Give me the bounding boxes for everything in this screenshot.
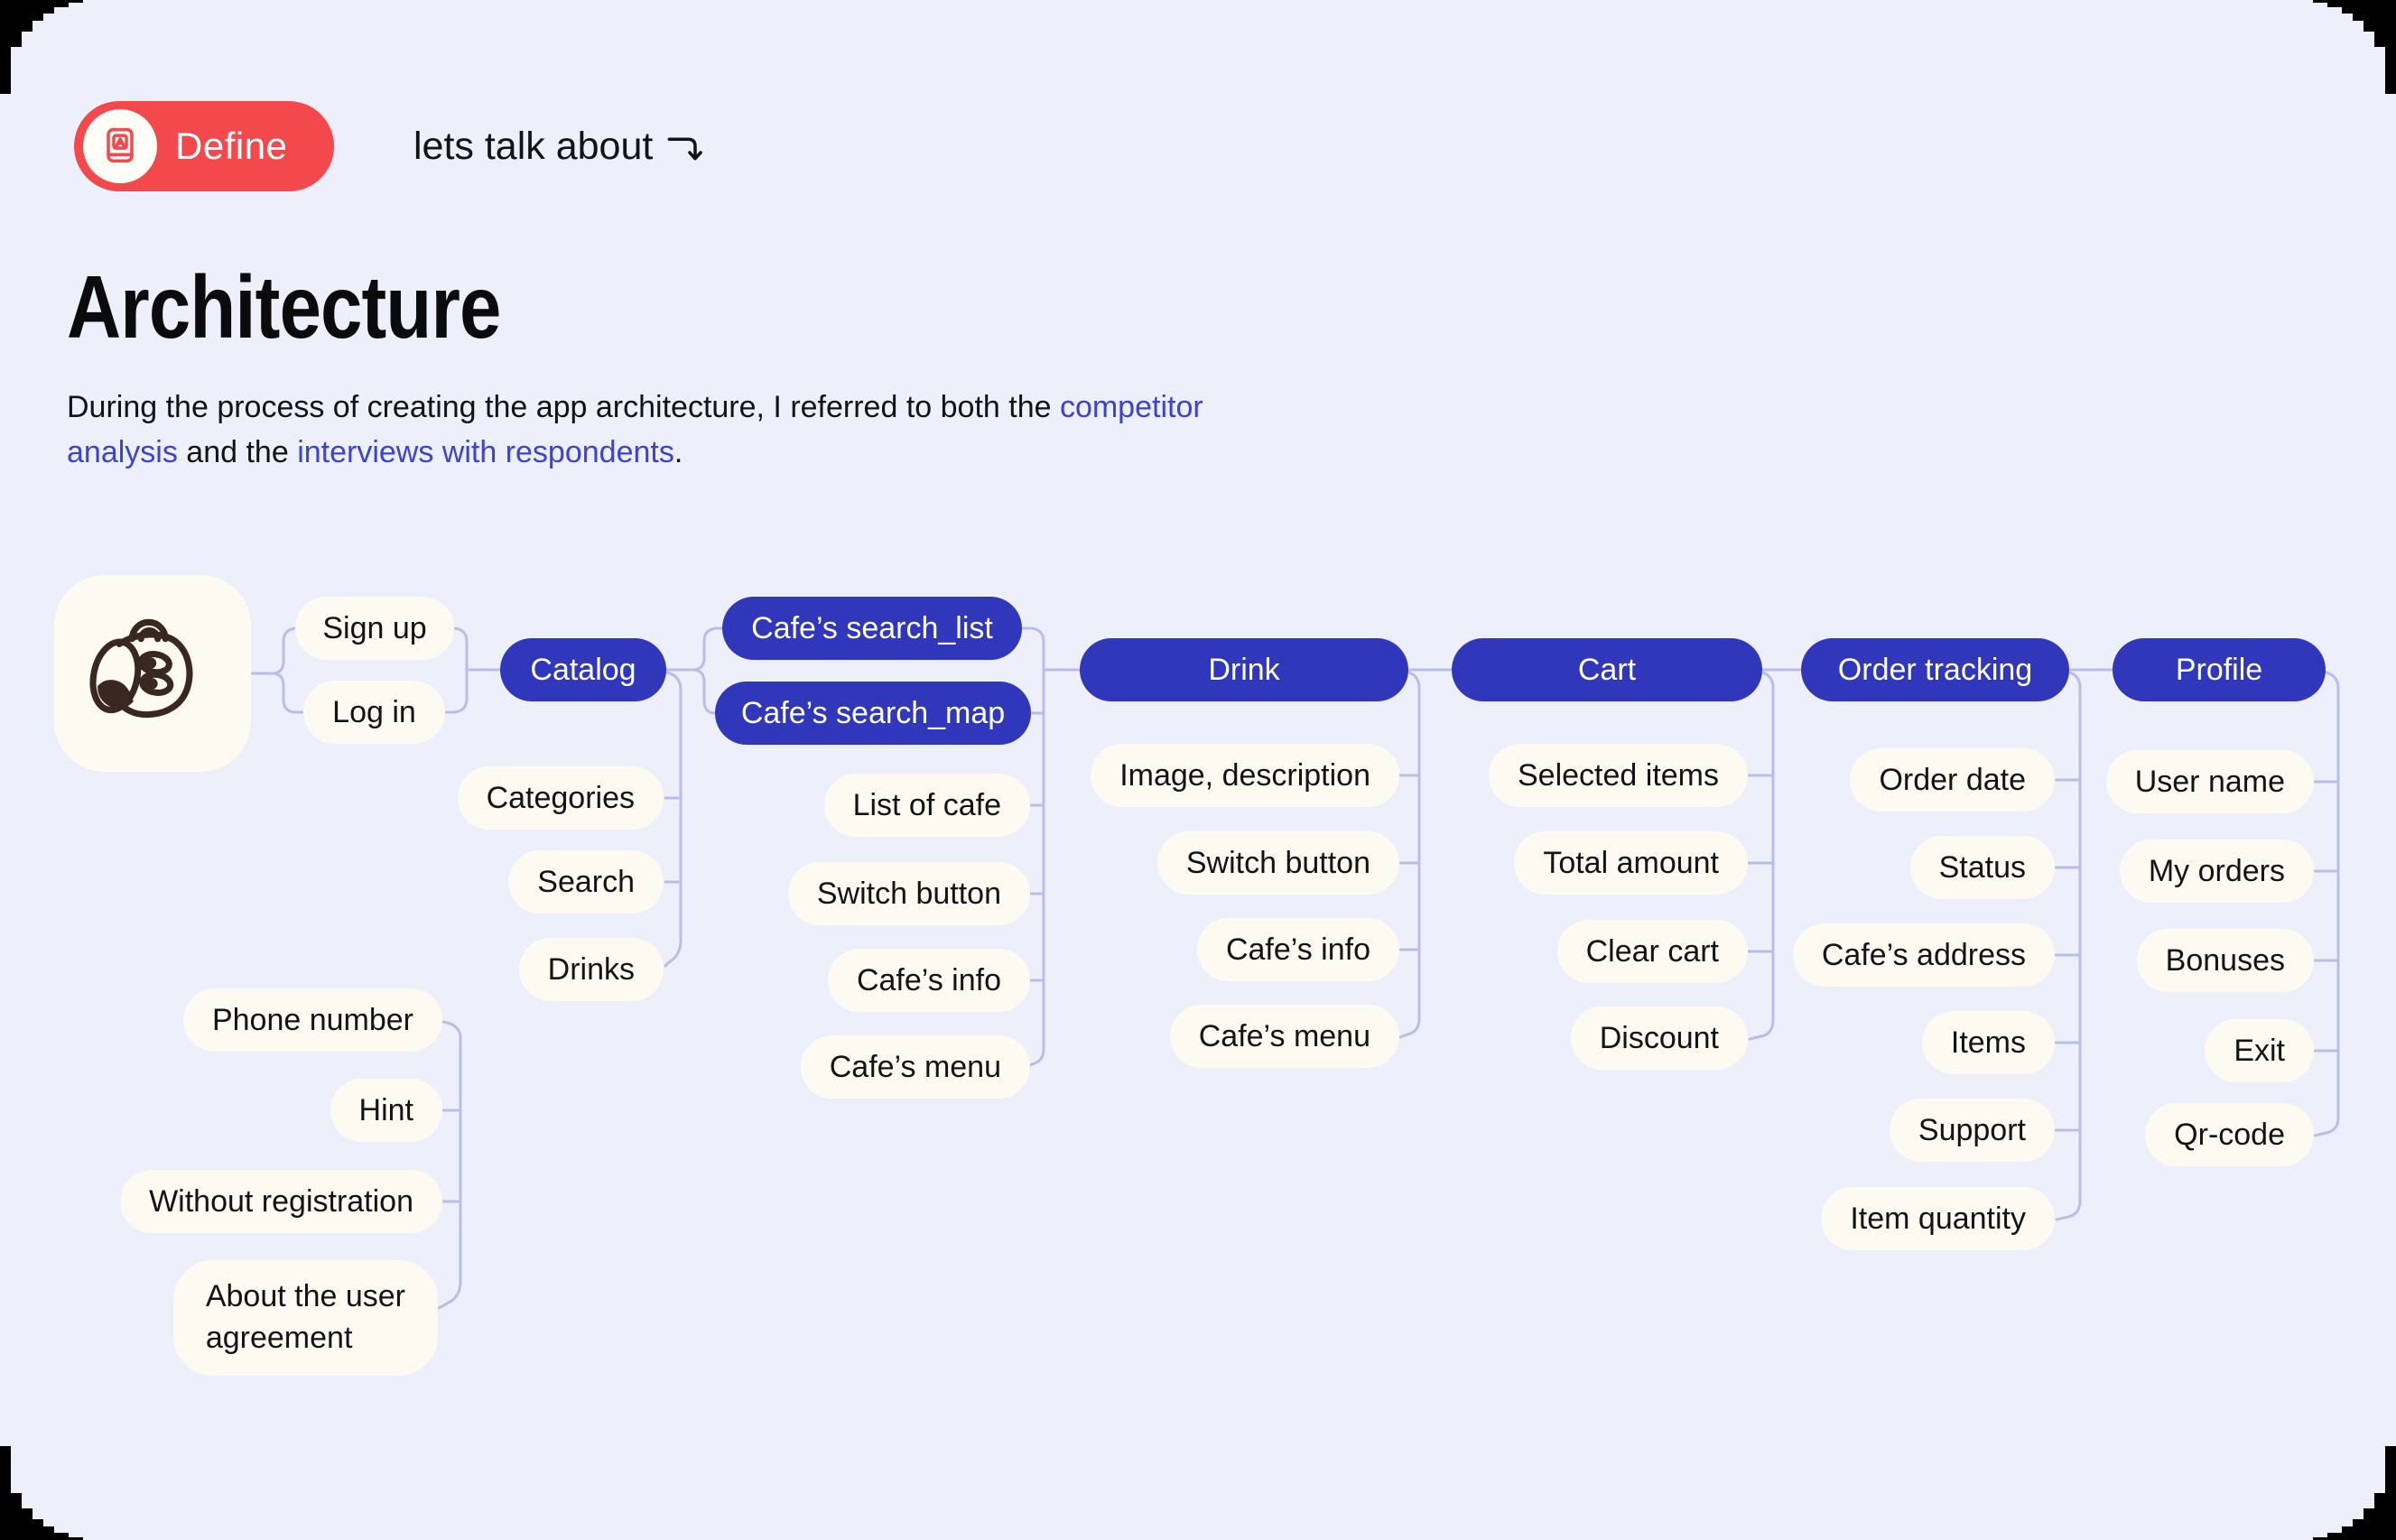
node-cafes-search-map: Cafe’s search_map bbox=[715, 682, 1031, 745]
node-selected-items: Selected items bbox=[1489, 744, 1748, 807]
node-cafes-address: Cafe’s address bbox=[1792, 923, 2055, 987]
node-item-quantity: Item quantity bbox=[1821, 1187, 2055, 1250]
app-logo-card bbox=[54, 575, 251, 772]
node-cafes-search-list: Cafe’s search_list bbox=[722, 597, 1022, 660]
node-cafes-menu: Cafe’s menu bbox=[800, 1035, 1030, 1099]
node-cafes-info: Cafe’s info bbox=[827, 949, 1030, 1012]
node-items: Items bbox=[1921, 1011, 2055, 1074]
node-support: Support bbox=[1889, 1099, 2055, 1162]
node-cafes-menu-drink: Cafe’s menu bbox=[1169, 1005, 1399, 1068]
node-profile: Profile bbox=[2113, 638, 2326, 701]
node-clear-cart: Clear cart bbox=[1556, 920, 1748, 983]
node-phone-number: Phone number bbox=[182, 988, 442, 1052]
node-order-tracking: Order tracking bbox=[1801, 638, 2069, 701]
node-discount: Discount bbox=[1570, 1007, 1748, 1070]
node-image-description: Image, description bbox=[1091, 744, 1399, 807]
page-title: Architecture bbox=[67, 257, 501, 357]
node-switch-button: Switch button bbox=[787, 862, 1030, 925]
intro-text-2: and the bbox=[177, 435, 298, 469]
node-sign-up: Sign up bbox=[295, 597, 454, 660]
node-cafes-info-drink: Cafe’s info bbox=[1196, 918, 1399, 981]
node-my-orders: My orders bbox=[2119, 840, 2314, 903]
intro-text-3: . bbox=[673, 435, 683, 469]
competitor-analysis-link[interactable]: competitor analysis bbox=[67, 390, 1203, 469]
define-badge: Define bbox=[74, 101, 334, 191]
node-drink: Drink bbox=[1080, 638, 1408, 701]
node-switch-button-drink: Switch button bbox=[1156, 831, 1399, 895]
node-without-registration: Without registration bbox=[120, 1170, 442, 1233]
node-user-name: User name bbox=[2105, 750, 2314, 813]
node-log-in: Log in bbox=[303, 681, 445, 744]
badge-label: Define bbox=[175, 125, 288, 167]
intro-paragraph: During the process of creating the app a… bbox=[67, 385, 1277, 475]
node-drinks: Drinks bbox=[518, 938, 664, 1001]
coffee-mug-mascot-icon bbox=[89, 618, 193, 719]
node-bonuses: Bonuses bbox=[2136, 929, 2314, 992]
node-qr-code: Qr-code bbox=[2145, 1103, 2314, 1166]
node-about-user-agreement: About the user agreement bbox=[172, 1260, 438, 1376]
tagline-text: lets talk about bbox=[413, 125, 654, 168]
node-status: Status bbox=[1909, 836, 2055, 899]
book-icon bbox=[83, 109, 157, 183]
node-cart: Cart bbox=[1452, 638, 1762, 701]
node-total-amount: Total amount bbox=[1514, 831, 1748, 895]
curve-down-arrow-icon bbox=[667, 136, 703, 160]
node-search: Search bbox=[508, 850, 664, 914]
tagline: lets talk about bbox=[413, 125, 705, 169]
node-categories: Categories bbox=[457, 766, 664, 830]
node-exit: Exit bbox=[2205, 1019, 2314, 1082]
node-hint: Hint bbox=[330, 1079, 442, 1142]
node-list-of-cafe: List of cafe bbox=[823, 774, 1030, 837]
intro-text-1: During the process of creating the app a… bbox=[67, 390, 1060, 424]
interviews-link[interactable]: interviews with respondents bbox=[297, 435, 674, 469]
node-catalog: Catalog bbox=[500, 638, 666, 701]
node-order-date: Order date bbox=[1850, 748, 2055, 812]
